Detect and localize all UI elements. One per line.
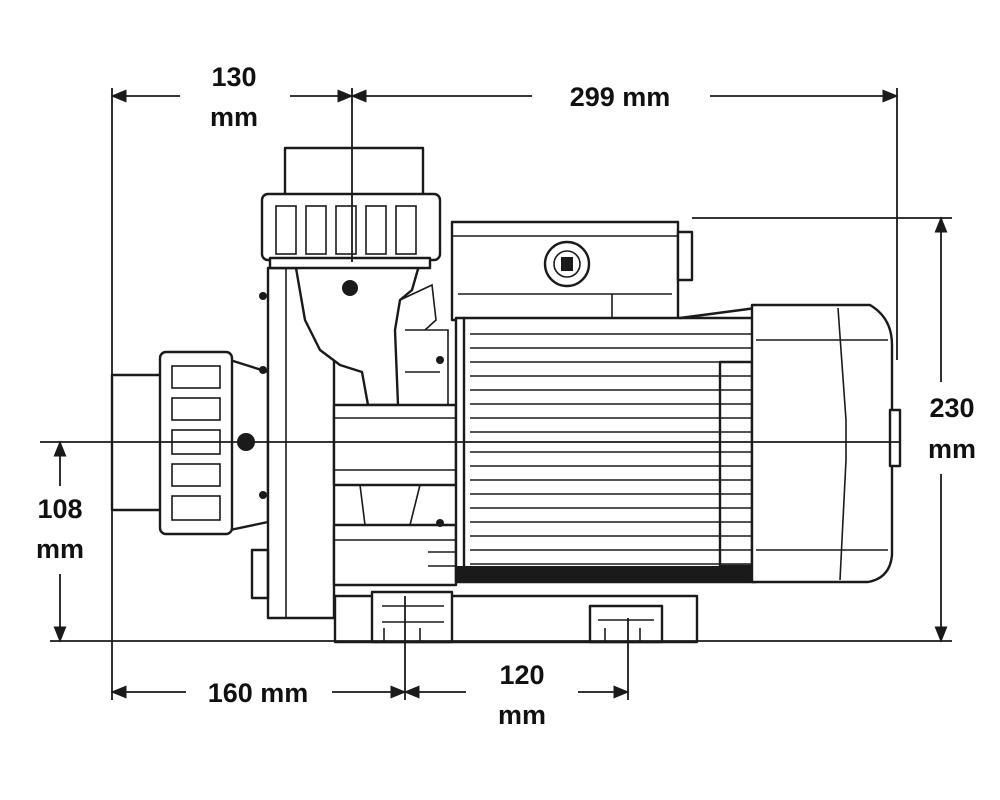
dim-top-left-unit: mm xyxy=(210,102,258,132)
dim-right-height-value: 230 xyxy=(929,393,974,423)
dim-left-height-unit: mm xyxy=(36,534,84,564)
dimension-lines xyxy=(40,88,952,700)
dim-top-right: 299 mm xyxy=(570,82,671,112)
pump-outline xyxy=(110,146,902,644)
inlet-union xyxy=(110,350,270,536)
dim-right-height-unit: mm xyxy=(928,434,976,464)
dim-top-left-value: 130 xyxy=(211,62,256,92)
fan-cover xyxy=(750,303,902,584)
dim-bottom-right-value: 120 xyxy=(499,660,544,690)
dim-left-height-value: 108 xyxy=(37,494,82,524)
motor-body xyxy=(454,306,774,584)
dimension-labels: 130 mm 299 mm 230 mm 108 mm 160 mm 120 m… xyxy=(36,62,976,730)
dim-bottom-left: 160 mm xyxy=(208,678,309,708)
base-plate xyxy=(333,590,699,644)
outlet-union xyxy=(260,146,442,270)
volute-body xyxy=(294,260,458,587)
terminal-box xyxy=(450,220,694,322)
dim-bottom-right-unit: mm xyxy=(498,700,546,730)
